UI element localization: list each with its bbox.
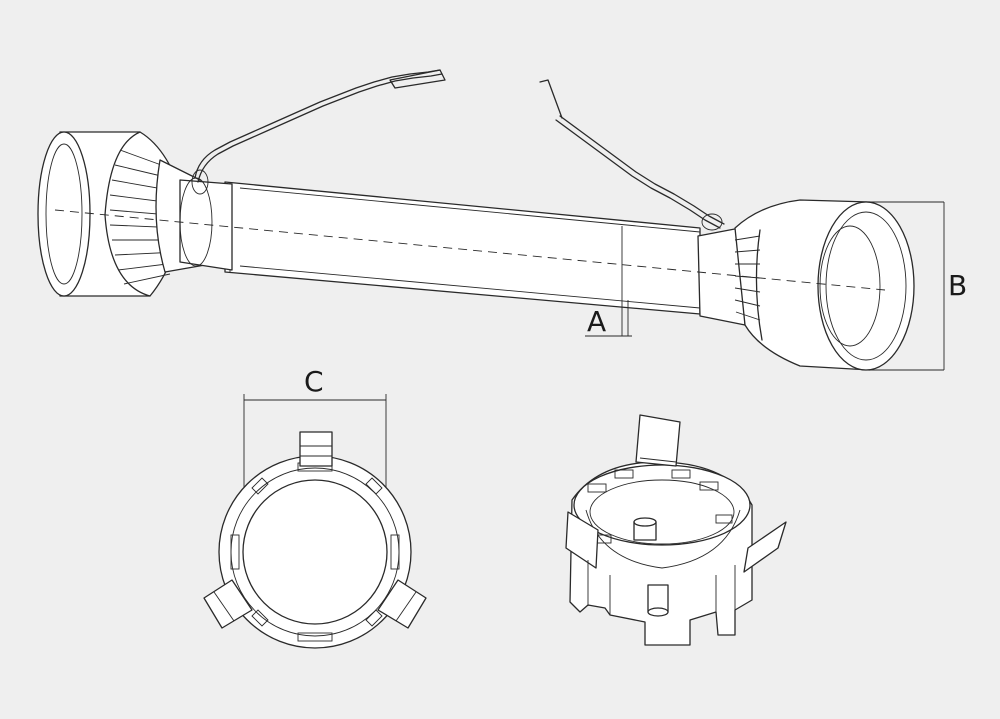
dimension-b: B — [866, 201, 967, 371]
dimension-a: A — [585, 226, 632, 338]
ring-tabs — [203, 431, 427, 629]
shaft-assembly: A B — [37, 69, 967, 371]
right-safety-chain — [539, 79, 725, 231]
guard-tube — [224, 181, 701, 315]
ring-slots — [230, 462, 400, 642]
left-safety-chain — [191, 69, 446, 195]
label-b: B — [948, 269, 967, 302]
right-guard-cone — [697, 199, 915, 371]
label-c: C — [304, 365, 324, 398]
left-guard-cone — [37, 131, 233, 297]
bearing-ring-perspective — [565, 414, 787, 646]
center-axis-line — [54, 209, 886, 291]
label-a: A — [587, 305, 606, 338]
bearing-ring-top-view: C — [203, 365, 427, 649]
right-cone-ribs — [734, 235, 761, 321]
perspective-right-tab — [743, 521, 787, 573]
perspective-left-tab — [565, 511, 599, 569]
perspective-legs — [587, 560, 736, 615]
perspective-top-tab — [635, 414, 681, 467]
perspective-slots — [587, 469, 733, 544]
